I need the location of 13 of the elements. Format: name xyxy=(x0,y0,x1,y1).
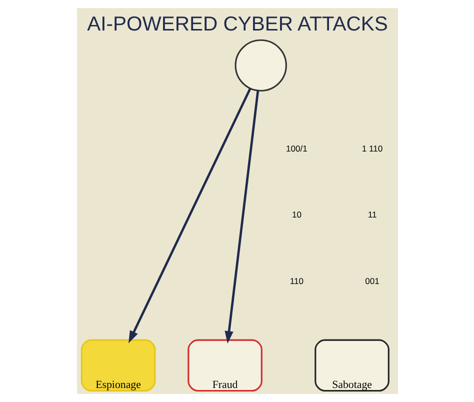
label: 11 xyxy=(367,210,376,220)
label: 001 xyxy=(364,276,379,286)
node-box: Espionage xyxy=(80,339,156,392)
node-box: Sabotage xyxy=(314,339,389,392)
label: 1 110 xyxy=(361,143,382,154)
arrow xyxy=(128,88,251,344)
node-circle xyxy=(234,39,286,92)
node-box: Fraud xyxy=(187,339,262,392)
label: 10 xyxy=(291,210,301,220)
label: 110 xyxy=(289,276,304,286)
diagram-title: AI-POWERED CYBER ATTACKS xyxy=(86,14,388,36)
arrow xyxy=(224,90,259,344)
label: 100/1 xyxy=(285,143,307,154)
